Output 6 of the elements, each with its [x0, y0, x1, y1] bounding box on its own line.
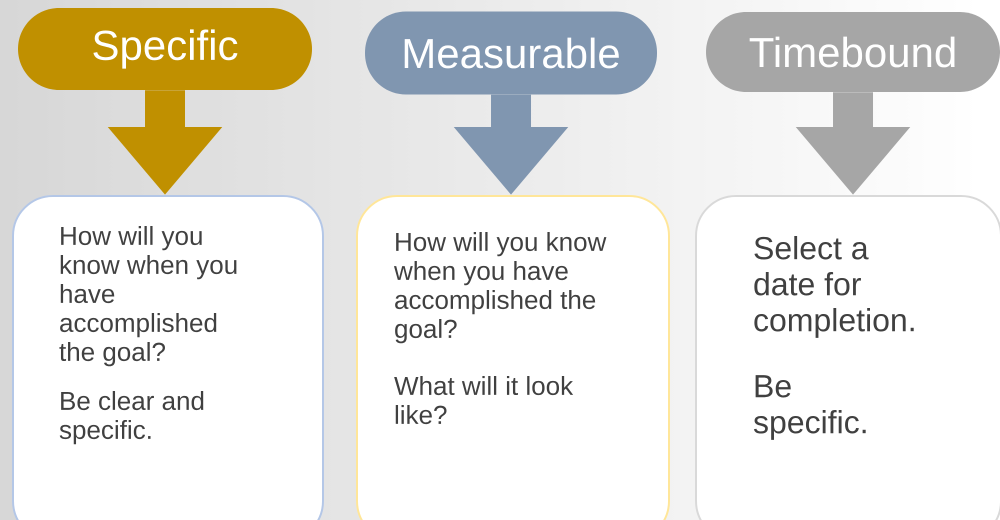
text-box: How will you know when you have accomplished the goal? What will it look like? — [356, 195, 670, 520]
text-box: Select a date for completion. Be specific. — [695, 195, 1000, 520]
title-pill: Timebound — [706, 12, 1000, 92]
title-pill: Specific — [18, 8, 312, 90]
title-pill: Measurable — [365, 12, 657, 94]
text-box: How will you know when you have accomplished the goal? Be clear and specific. — [12, 195, 324, 520]
